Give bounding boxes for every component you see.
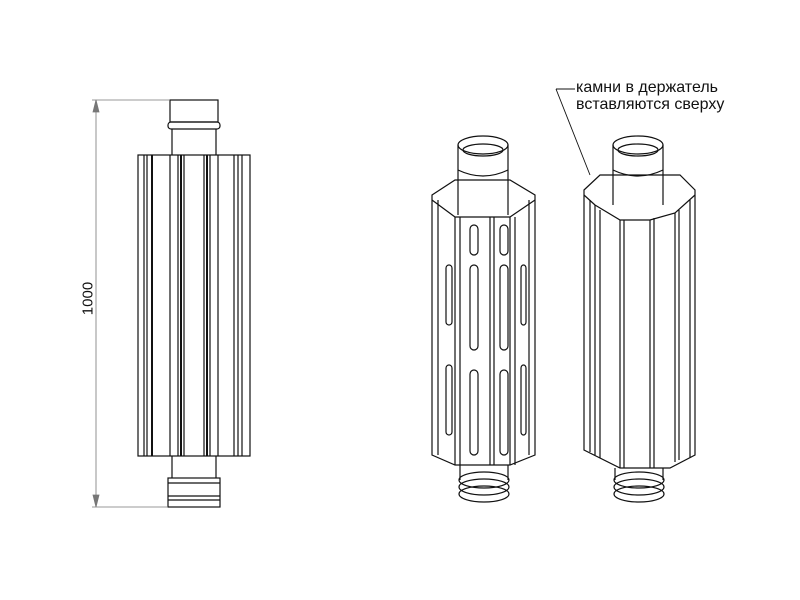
slots bbox=[445, 224, 527, 456]
leader-line bbox=[555, 88, 591, 176]
front-view-ribs bbox=[143, 155, 243, 456]
isometric-view-open bbox=[431, 135, 536, 503]
dimension-line bbox=[92, 99, 170, 508]
note-line-1: камни в держатель bbox=[576, 79, 718, 96]
annotation-note: камни в держатель вставляются сверху bbox=[576, 79, 724, 113]
front-view bbox=[137, 99, 251, 508]
dimension-label: 1000 bbox=[79, 281, 97, 316]
note-line-2: вставляются сверху bbox=[576, 96, 725, 113]
isometric-view-assembled bbox=[583, 135, 696, 503]
